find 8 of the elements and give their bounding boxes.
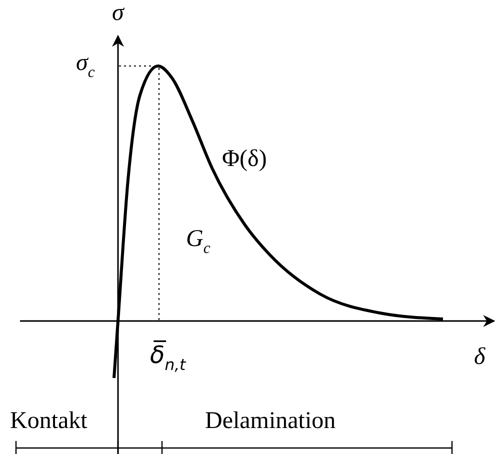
energy-label: G$_{c}$ [186, 226, 210, 258]
curve-label: Φ(δ) [222, 146, 267, 172]
axis-label: δ [474, 344, 486, 370]
region-label: Kontakt [10, 408, 88, 434]
peak-stress-label: σ$_{c}$ [76, 50, 95, 82]
region-label: Delamination [205, 408, 336, 434]
axis-label: σ [112, 0, 124, 26]
separation-label: δ̅$_{n,t}$ [150, 342, 186, 374]
